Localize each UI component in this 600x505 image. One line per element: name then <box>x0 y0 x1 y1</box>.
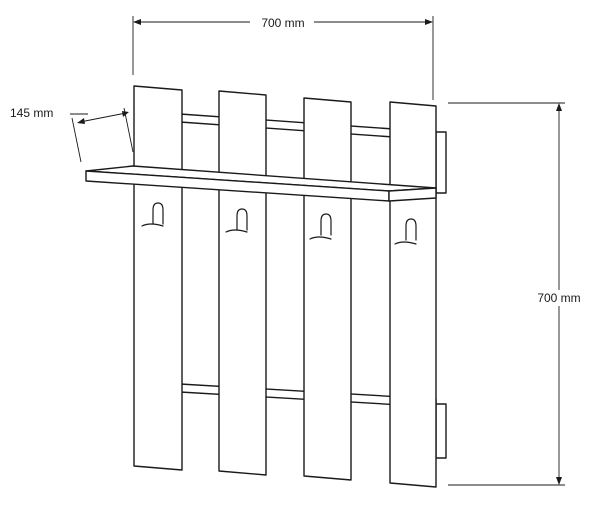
hook-4 <box>394 218 417 245</box>
board-1 <box>133 85 183 471</box>
width-dimension: 700 mm <box>132 14 434 100</box>
depth-arrow-back <box>122 111 129 117</box>
height-dimension: 700 mm <box>448 102 587 486</box>
coat-rack <box>85 85 447 488</box>
width-arrow-right <box>425 19 433 25</box>
hook-2 <box>225 208 248 233</box>
width-arrow-left <box>133 19 141 25</box>
width-label-bg <box>250 14 314 30</box>
depth-dimension: 145 mm <box>10 106 134 163</box>
hook-1 <box>141 202 164 227</box>
height-label-bg <box>531 290 587 306</box>
board-2 <box>218 90 267 476</box>
depth-dimension-line <box>79 112 127 123</box>
board-4 <box>389 101 437 488</box>
depth-arrow-front <box>77 118 85 124</box>
depth-extension-front <box>71 117 82 163</box>
height-arrow-top <box>556 103 562 111</box>
height-label: 700 mm <box>537 291 580 305</box>
lower-wall-bracket <box>435 403 447 459</box>
board-3 <box>303 97 352 481</box>
shelf-end <box>388 187 437 202</box>
depth-extension-back <box>123 107 134 153</box>
depth-label: 145 mm <box>10 106 53 120</box>
width-label: 700 mm <box>261 16 304 30</box>
upper-wall-bracket <box>435 131 447 194</box>
hook-3 <box>309 213 332 240</box>
height-arrow-bottom <box>556 477 562 485</box>
